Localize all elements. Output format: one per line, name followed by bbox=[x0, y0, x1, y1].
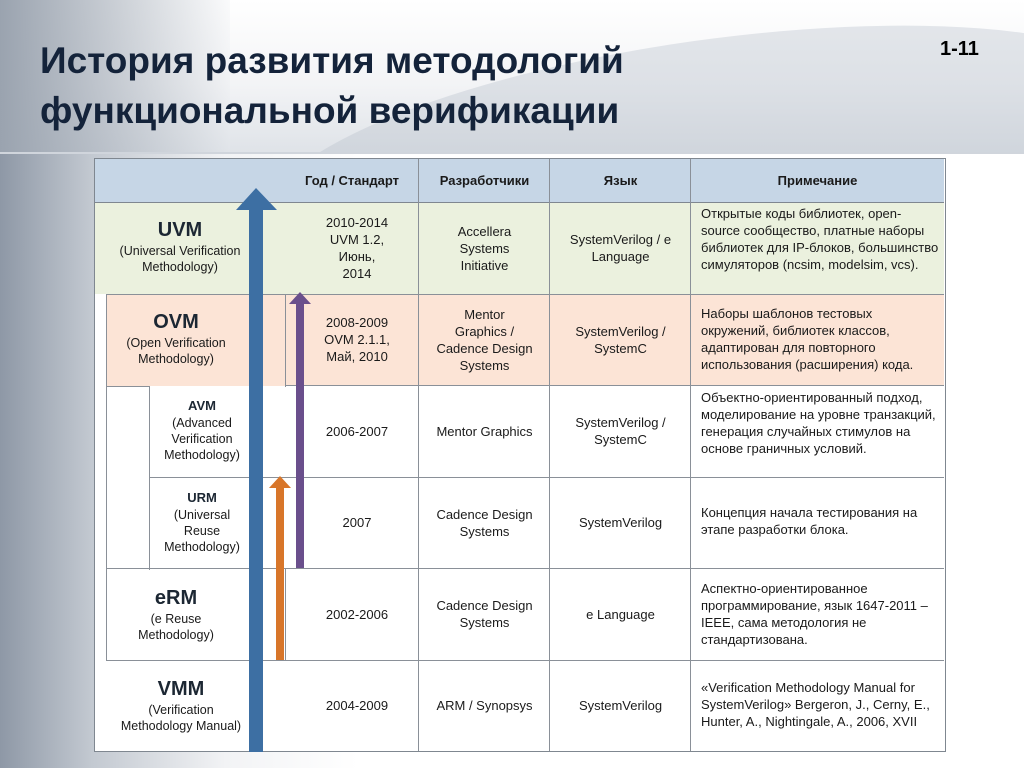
grid-line bbox=[149, 568, 944, 569]
note-urm: Концепция начала тестирования на этапе р… bbox=[701, 505, 918, 537]
uvm-evolution-arrow-blue bbox=[236, 188, 277, 752]
ovm-bracket bbox=[106, 386, 107, 570]
method-abbr: URM bbox=[187, 490, 217, 505]
language-erm: e Language bbox=[586, 606, 655, 622]
method-full-name: (Universal Reuse Methodology) bbox=[164, 508, 240, 554]
note-avm: Объектно-ориентированный подход, моделир… bbox=[701, 390, 936, 456]
note-ovm: Наборы шаблонов тестовых окружений, библ… bbox=[701, 306, 914, 372]
ovm-band bbox=[106, 294, 944, 386]
method-avm: AVM (Advanced Verification Methodology) bbox=[149, 397, 255, 463]
grid-line bbox=[285, 385, 944, 386]
uvm-band bbox=[95, 202, 944, 294]
year-vmm: 2004-2009 bbox=[325, 698, 389, 713]
year-avm: 2006-2007 bbox=[325, 423, 389, 439]
method-full-name: (Open Verification Methodology) bbox=[126, 336, 226, 366]
note-erm: Аспектно-ориентированное программировани… bbox=[701, 581, 928, 647]
method-abbr: OVM bbox=[153, 311, 199, 333]
method-ovm: OVM (Open Verification Methodology) bbox=[106, 309, 246, 367]
slide-title-line-2: функциональной верификации bbox=[40, 90, 620, 131]
grid-line bbox=[690, 159, 691, 751]
method-abbr: AVM bbox=[188, 398, 216, 413]
grid-line bbox=[549, 159, 550, 751]
developers-ovm: Mentor Graphics / Cadence Design Systems bbox=[436, 306, 533, 373]
note-vmm: «Verification Methodology Manual for Sys… bbox=[701, 680, 930, 729]
year-ovm: 2008-2009 OVM 2.1.1, Май, 2010 bbox=[324, 315, 390, 364]
language-vmm: SystemVerilog bbox=[578, 698, 663, 713]
grid-line bbox=[149, 477, 944, 478]
ovm-evolution-arrow-purple bbox=[289, 292, 311, 568]
method-abbr: UVM bbox=[157, 219, 203, 241]
language-ovm: SystemVerilog / SystemC bbox=[575, 323, 666, 356]
urm-evolution-arrow-orange bbox=[269, 476, 291, 660]
slide-title: История развития методологий функциональ… bbox=[40, 36, 900, 136]
year-erm: 2002-2006 bbox=[325, 606, 389, 622]
method-abbr: eRM bbox=[154, 587, 198, 609]
table-header: Год / Стандарт Разработчики Язык Примеча… bbox=[95, 159, 944, 203]
developers-erm: Cadence Design Systems bbox=[436, 598, 533, 630]
method-vmm: VMM (Verification Methodology Manual) bbox=[106, 676, 256, 734]
ovm-box bbox=[106, 294, 286, 387]
method-urm: URM (Universal Reuse Methodology) bbox=[149, 489, 255, 555]
method-full-name: (Universal Verification Methodology) bbox=[119, 244, 241, 274]
slide-number: 1-11 bbox=[940, 38, 979, 60]
header-developers: Разработчики bbox=[439, 173, 530, 188]
erm-box bbox=[106, 568, 286, 661]
method-full-name: (Advanced Verification Methodology) bbox=[164, 416, 240, 462]
method-abbr: VMM bbox=[157, 678, 205, 700]
header-language: Язык bbox=[603, 173, 638, 188]
year-urm: 2007 bbox=[342, 515, 372, 530]
language-uvm: SystemVerilog / e Language bbox=[569, 232, 672, 264]
developers-urm: Cadence Design Systems bbox=[436, 506, 533, 539]
slide-title-line-1: История развития методологий bbox=[40, 40, 624, 81]
language-urm: SystemVerilog bbox=[578, 515, 663, 530]
title-divider bbox=[0, 152, 1024, 154]
method-erm: eRM (e Reuse Methodology) bbox=[106, 585, 246, 643]
year-uvm: 2010-2014 UVM 1.2, Июнь, 2014 bbox=[325, 215, 389, 281]
method-full-name: (Verification Methodology Manual) bbox=[120, 703, 242, 733]
methodology-table: Год / Стандарт Разработчики Язык Примеча… bbox=[94, 158, 946, 752]
grid-line bbox=[285, 294, 944, 295]
developers-avm: Mentor Graphics bbox=[436, 423, 533, 439]
method-full-name: (e Reuse Methodology) bbox=[138, 612, 214, 642]
method-uvm: UVM (Universal Verification Methodology) bbox=[95, 217, 265, 275]
language-avm: SystemVerilog / SystemC bbox=[575, 415, 666, 447]
avm-bracket bbox=[149, 386, 150, 570]
grid-line bbox=[418, 159, 419, 751]
header-year: Год / Стандарт bbox=[304, 173, 400, 188]
title-band bbox=[0, 0, 1024, 152]
note-uvm: Открытые коды библиотек, open-source соо… bbox=[701, 206, 939, 272]
developers-vmm: ARM / Synopsys bbox=[436, 698, 533, 713]
ovm-bracket bbox=[106, 386, 150, 387]
developers-uvm: Accellera Systems Initiative bbox=[457, 223, 512, 273]
grid-line bbox=[106, 660, 944, 661]
header-note: Примечание bbox=[777, 173, 858, 188]
